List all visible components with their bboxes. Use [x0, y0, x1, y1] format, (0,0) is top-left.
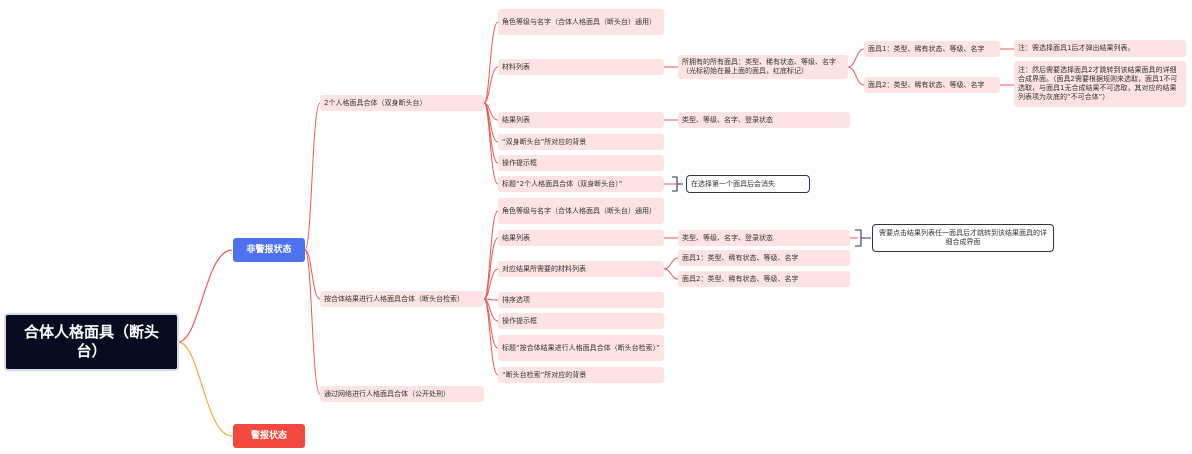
note-title-vanish-label: 在选择第一个面具后会消失 [691, 179, 775, 188]
node-mask2-detail-label: 面具2：类型、稀有状态、等级、名字 [868, 80, 985, 89]
note-title-vanish[interactable]: 在选择第一个面具后会消失 [686, 175, 810, 193]
branch-two-persona[interactable]: 2个人格面具合体（双身断头台） [320, 95, 484, 111]
node-op-hint-1-label: 操作提示框 [502, 158, 537, 167]
branch-by-result[interactable]: 按合体结果进行人格面具合体（断头台检索） [320, 291, 484, 307]
node-op-hint-2-label: 操作提示框 [502, 316, 537, 325]
node-background-2-label: “断头台检索”所对应的背景 [502, 370, 587, 379]
node-mask2-detail[interactable]: 面具2：类型、稀有状态、等级、名字 [864, 77, 1000, 93]
category-alert-label: 警报状态 [250, 430, 287, 441]
node-mat-mask2[interactable]: 面具2：类型、稀有状态、等级、名字 [678, 271, 850, 287]
note-mask1[interactable]: 注：需选择面具1后才弹出结果列表。 [1014, 40, 1186, 57]
node-background-1-label: “双身断头台”所对应的背景 [502, 137, 587, 146]
node-op-hint-1[interactable]: 操作提示框 [498, 155, 664, 171]
branch-via-network-label: 通过网络进行人格面具合体（公开处刑） [324, 389, 450, 398]
note-mask2[interactable]: 注：然后需要选择面具2才跳转到该结果面具的详细合成界面。（面具2需要根据规则来选… [1014, 61, 1186, 107]
node-background-1[interactable]: “双身断头台”所对应的背景 [498, 134, 664, 150]
node-mat-mask1-label: 面具1：类型、稀有状态、等级、名字 [682, 253, 799, 262]
node-result-detail-1-label: 类型、等级、名字、登录状态 [682, 115, 773, 124]
note-mask1-label: 注：需选择面具1后才弹出结果列表。 [1018, 44, 1135, 52]
node-result-detail-2[interactable]: 类型、等级、名字、登录状态 [678, 230, 850, 246]
node-op-hint-2[interactable]: 操作提示框 [498, 313, 664, 329]
node-title-1[interactable]: 标题“2个人格面具合体（双身断头台）” [498, 176, 664, 192]
node-role-level-1[interactable]: 角色等级与名字（合体人格面具（断头台）通用） [498, 9, 664, 35]
note-mask2-label: 注：然后需要选择面具2才跳转到该结果面具的详细合成界面。（面具2需要根据规则来选… [1018, 66, 1178, 101]
branch-by-result-label: 按合体结果进行人格面具合体（断头台检索） [324, 294, 464, 303]
node-result-list-2-label: 结果列表 [502, 233, 530, 242]
node-result-list-1[interactable]: 结果列表 [498, 112, 664, 128]
node-mat-mask1[interactable]: 面具1：类型、稀有状态、等级、名字 [678, 250, 850, 266]
node-background-2[interactable]: “断头台检索”所对应的背景 [498, 367, 664, 383]
node-required-materials[interactable]: 对应结果所需要的材料列表 [498, 261, 664, 277]
node-title-2[interactable]: 标题“按合体结果进行人格面具合体（断头台检索）” [498, 335, 664, 361]
node-result-detail-1[interactable]: 类型、等级、名字、登录状态 [678, 112, 850, 128]
node-mat-mask2-label: 面具2：类型、稀有状态、等级、名字 [682, 274, 799, 283]
category-non-alert-label: 非警报状态 [246, 244, 292, 255]
node-required-materials-label: 对应结果所需要的材料列表 [502, 264, 586, 273]
branch-two-persona-label: 2个人格面具合体（双身断头台） [324, 98, 427, 107]
note-result-click[interactable]: 需要点击结果列表任一面具后才跳转到该结果面具的详细合成界面 [872, 224, 1054, 252]
note-result-click-label: 需要点击结果列表任一面具后才跳转到该结果面具的详细合成界面 [879, 229, 1047, 246]
root-label: 合体人格面具（断头台） [23, 323, 159, 360]
node-title-2-label: 标题“按合体结果进行人格面具合体（断头台检索）” [502, 343, 660, 352]
root-node[interactable]: 合体人格面具（断头台） [4, 313, 179, 371]
node-mask1-detail[interactable]: 面具1：类型、稀有状态、等级、名字 [864, 41, 1000, 57]
node-material-list-label: 材料列表 [502, 62, 530, 71]
node-result-list-2[interactable]: 结果列表 [498, 230, 664, 246]
node-result-detail-2-label: 类型、等级、名字、登录状态 [682, 233, 773, 242]
node-material-list[interactable]: 材料列表 [498, 59, 664, 75]
node-material-detail-label: 所拥有的所有面具：类型、稀有状态、等级、名字（光标初始在最上面的面具，红底标记） [682, 58, 836, 75]
node-material-detail[interactable]: 所拥有的所有面具：类型、稀有状态、等级、名字（光标初始在最上面的面具，红底标记） [678, 55, 848, 79]
node-role-level-1-label: 角色等级与名字（合体人格面具（断头台）通用） [502, 17, 656, 26]
category-non-alert[interactable]: 非警报状态 [233, 238, 305, 262]
node-result-list-1-label: 结果列表 [502, 115, 530, 124]
node-title-1-label: 标题“2个人格面具合体（双身断头台）” [502, 179, 623, 188]
node-sort-options-label: 排序选项 [502, 295, 530, 304]
category-alert[interactable]: 警报状态 [233, 424, 305, 448]
node-role-level-2[interactable]: 角色等级与名字（合体人格面具（断头台）通用） [498, 198, 664, 224]
node-mask1-detail-label: 面具1：类型、稀有状态、等级、名字 [868, 44, 985, 53]
node-role-level-2-label: 角色等级与名字（合体人格面具（断头台）通用） [502, 206, 656, 215]
branch-via-network[interactable]: 通过网络进行人格面具合体（公开处刑） [320, 386, 484, 402]
node-sort-options[interactable]: 排序选项 [498, 292, 664, 308]
